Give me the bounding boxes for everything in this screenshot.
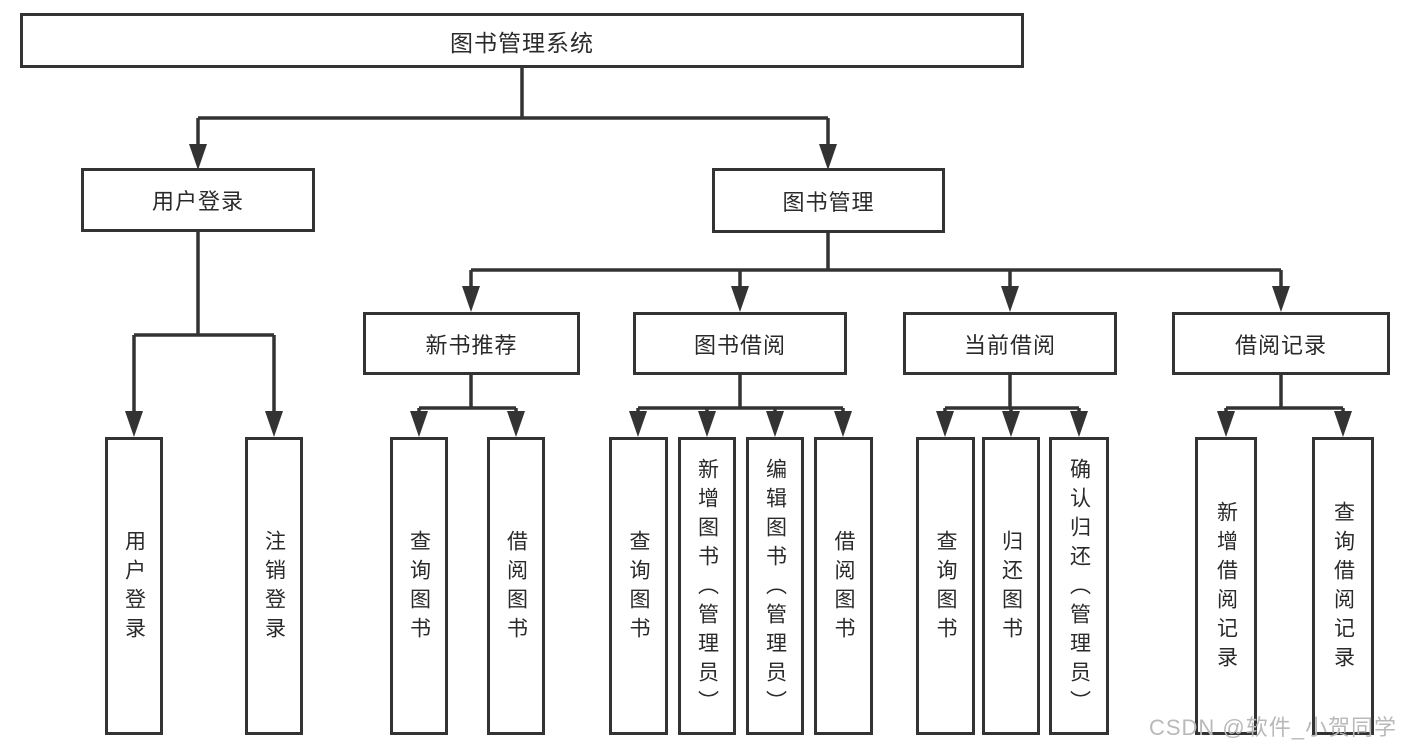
leaf-query-books-recommend: 查询图书: [390, 437, 448, 735]
leaf-return-books: 归还图书: [982, 437, 1040, 735]
arrowhead: [629, 411, 647, 437]
leaf-query-borrow-record: 查询借阅记录: [1312, 437, 1374, 735]
node-root-library-management-system: 图书管理系统: [20, 13, 1024, 68]
arrowhead: [1002, 411, 1020, 437]
arrowhead: [125, 411, 143, 437]
node-current-borrow: 当前借阅: [903, 312, 1117, 375]
node-book-borrow: 图书借阅: [633, 312, 847, 375]
arrowhead: [265, 411, 283, 437]
watermark: CSDN @软件_小贺同学: [1148, 715, 1397, 740]
arrowhead: [766, 411, 784, 437]
connector-user-login: [132, 232, 276, 418]
node-borrow-records: 借阅记录: [1172, 312, 1390, 375]
arrowhead: [1334, 411, 1352, 437]
leaf-borrow-books-recommend: 借阅图书: [487, 437, 545, 735]
arrowhead: [819, 144, 837, 170]
arrowhead: [1272, 286, 1290, 312]
arrowhead: [1001, 286, 1019, 312]
arrowhead: [462, 286, 480, 312]
leaf-add-books-admin: 新增图书（管理员）: [678, 437, 736, 735]
arrowhead: [834, 411, 852, 437]
arrowhead: [410, 411, 428, 437]
node-user-login: 用户登录: [81, 168, 315, 232]
arrowhead: [936, 411, 954, 437]
connector-root: [196, 68, 830, 150]
leaf-query-books-current: 查询图书: [916, 437, 975, 735]
connector-book-management: [469, 233, 1283, 293]
arrowhead: [1217, 411, 1235, 437]
connector-book-borrow: [636, 375, 845, 418]
arrowhead: [1070, 411, 1088, 437]
leaf-query-books-borrow: 查询图书: [609, 437, 668, 735]
connector-new-book-recommend: [417, 375, 518, 418]
arrowhead: [507, 411, 525, 437]
leaf-borrow-books: 借阅图书: [814, 437, 873, 735]
arrowhead: [189, 144, 207, 170]
leaf-user-login: 用户登录: [105, 437, 163, 735]
arrowhead: [698, 411, 716, 437]
leaf-edit-books-admin: 编辑图书（管理员）: [746, 437, 804, 735]
node-book-management: 图书管理: [712, 168, 945, 233]
leaf-logout: 注销登录: [245, 437, 303, 735]
leaf-confirm-return-admin: 确认归还（管理员）: [1049, 437, 1109, 735]
arrowhead: [731, 286, 749, 312]
node-new-book-recommend: 新书推荐: [363, 312, 580, 375]
leaf-add-borrow-record: 新增借阅记录: [1195, 437, 1257, 735]
connector-borrow-records: [1224, 375, 1345, 418]
